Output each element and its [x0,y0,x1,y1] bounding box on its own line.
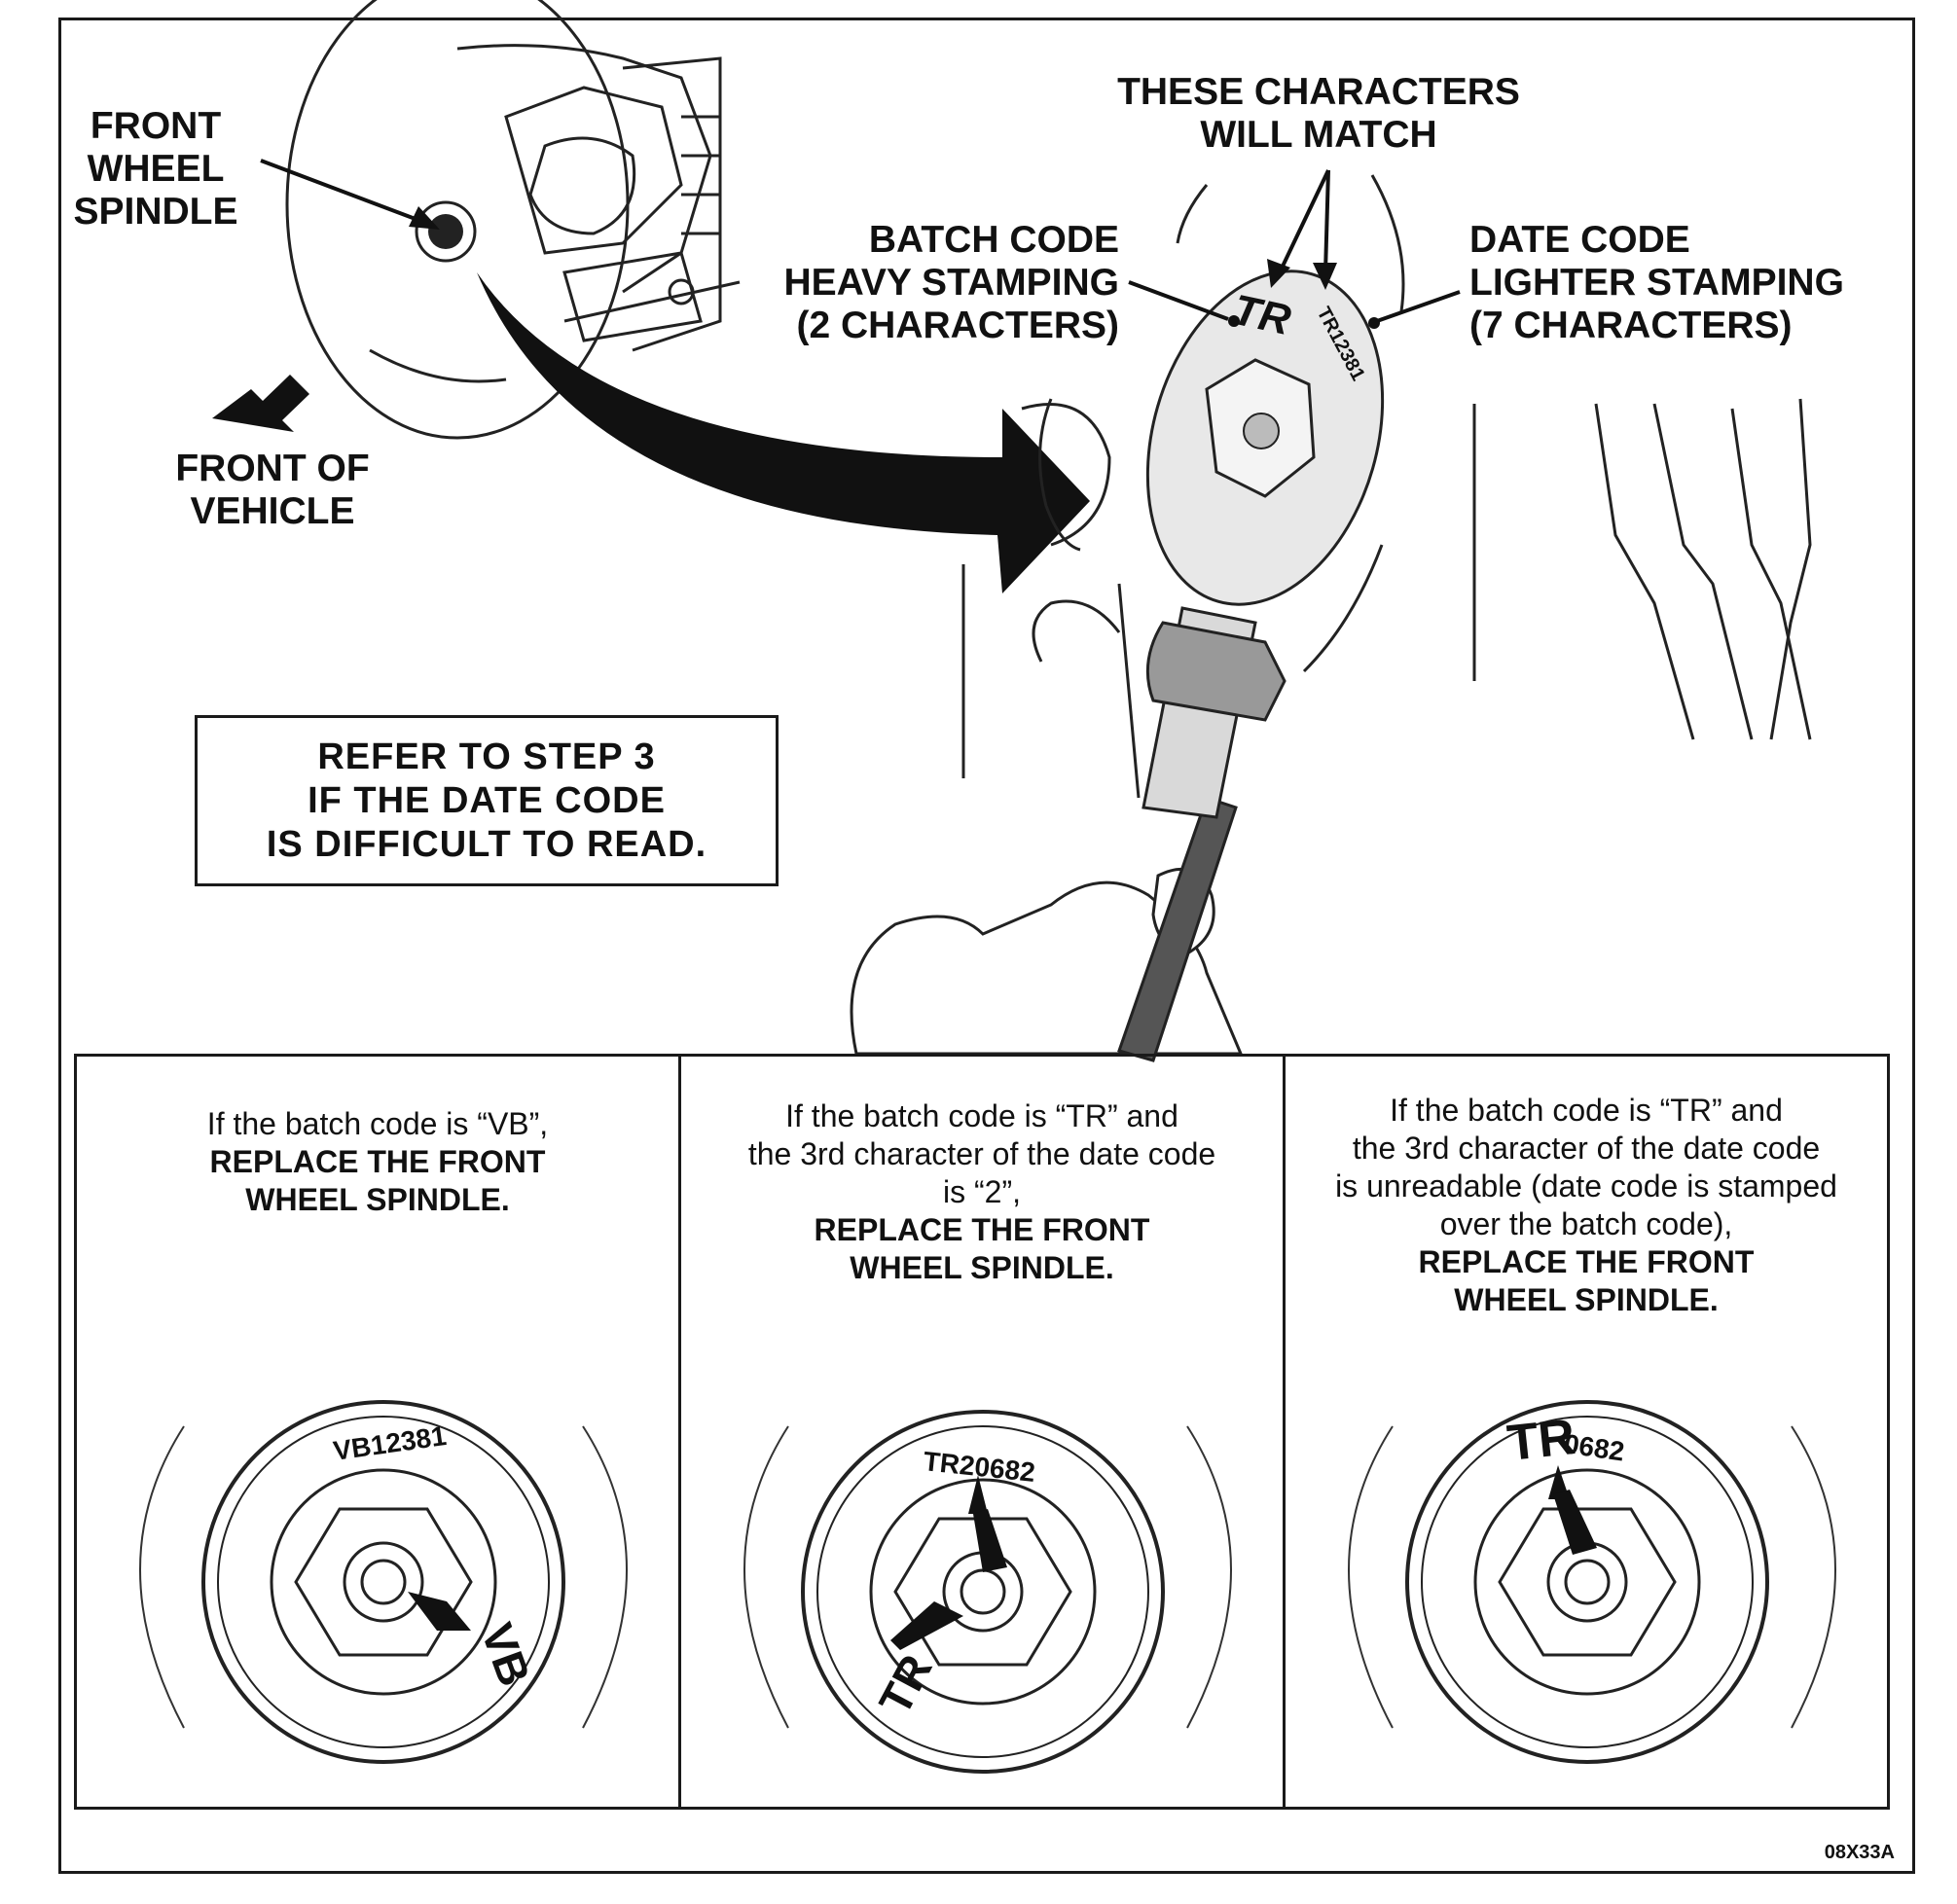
panel-tr-2-batch-code: TR [869,1646,942,1723]
panel-tr-2-action: REPLACE THE FRONT WHEEL SPINDLE. [814,1212,1150,1285]
panel-vb-action: REPLACE THE FRONT WHEEL SPINDLE. [209,1144,546,1217]
panel-vb-text: If the batch code is “VB”, [206,1106,549,1141]
label-front-of-vehicle: FRONT OF VEHICLE [175,448,370,532]
panel-vb: If the batch code is “VB”, REPLACE THE F… [77,1057,678,1807]
spindle-nut-icon [428,214,463,249]
panel-tr-2-hub: TR20682 TR [743,1410,1232,1774]
label-batch-code: BATCH CODE HEAVY STAMPING (2 CHARACTERS) [783,219,1119,346]
figure-id: 08X33A [1824,1842,1895,1863]
panel-vb-batch-code: VB [472,1617,541,1693]
panel-tr-unreadable: If the batch code is “TR” and the 3rd ch… [1283,1057,1887,1807]
panel-tr-unreadable-hub: 0682 TR [1348,1400,1836,1764]
panel-tr-2-text: If the batch code is “TR” and the 3rd ch… [747,1098,1216,1209]
examples-panels: If the batch code is “VB”, REPLACE THE F… [74,1054,1890,1810]
label-front-wheel-spindle: FRONT WHEEL SPINDLE [73,105,238,233]
label-these-characters: THESE CHARACTERS WILL MATCH [1117,71,1520,156]
panel-tr-unreadable-text: If the batch code is “TR” and the 3rd ch… [1335,1093,1837,1241]
panel-vb-date-code: VB12381 [332,1420,449,1466]
panel-tr-unreadable-action: REPLACE THE FRONT WHEEL SPINDLE. [1418,1244,1755,1317]
curved-arrow-icon [477,272,1090,593]
tool-socket [1145,621,1287,722]
label-date-code: DATE CODE LIGHTER STAMPING (7 CHARACTERS… [1469,219,1844,346]
figure-frame [58,18,1915,1874]
refer-step-callout: REFER TO STEP 3 IF THE DATE CODE IS DIFF… [195,715,779,886]
front-arrow-icon [212,375,309,432]
panel-tr-2: If the batch code is “TR” and the 3rd ch… [678,1057,1283,1807]
stamp-batch-code: TR [1229,286,1295,344]
panel-tr-unreadable-batch-code: TR [1504,1409,1577,1472]
tool-handle [1117,796,1238,1062]
panel-vb-hub: VB12381 VB [139,1400,628,1764]
